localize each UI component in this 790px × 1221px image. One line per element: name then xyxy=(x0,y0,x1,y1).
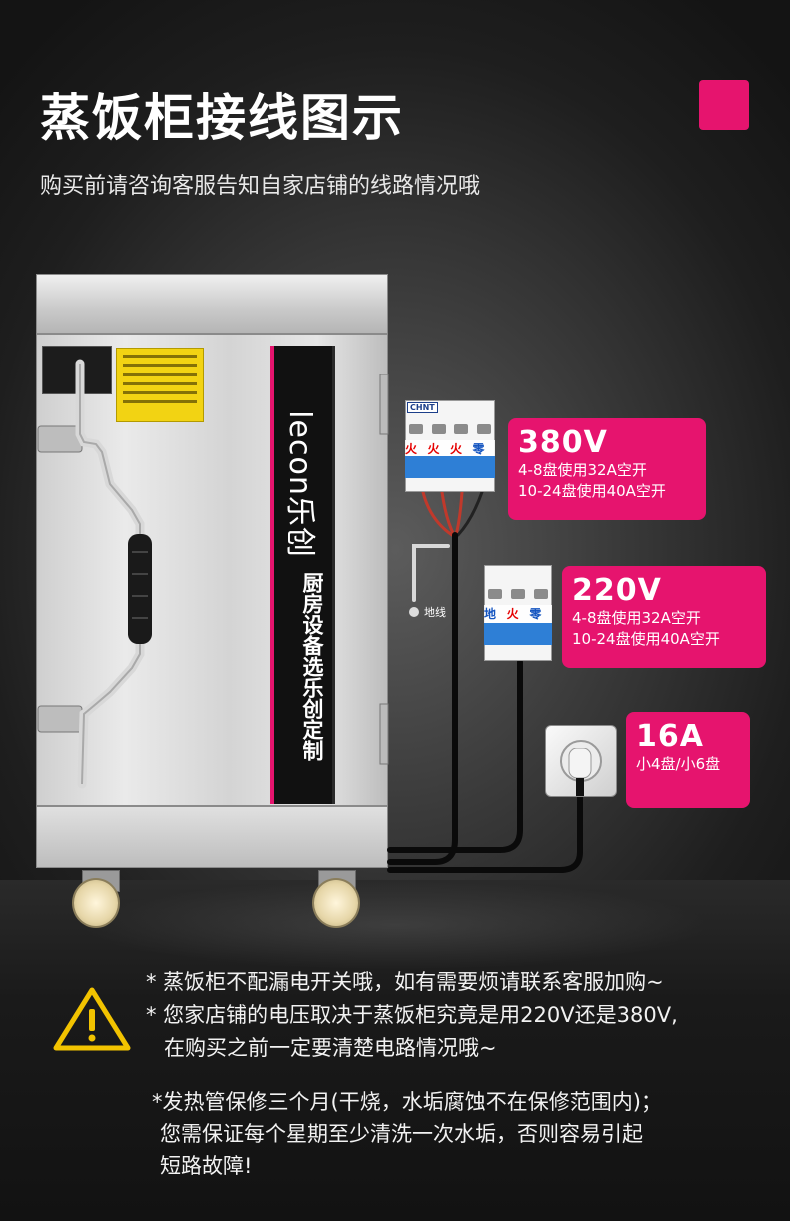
card-line: 10-24盘使用40A空开 xyxy=(518,482,666,500)
cabinet-base xyxy=(36,806,388,868)
steam-cabinet: lecon乐创 厨房设备选乐创定制 xyxy=(36,274,389,928)
warning-sticker xyxy=(116,348,204,422)
floor-background xyxy=(0,880,790,1221)
floor-glow xyxy=(80,880,710,970)
page-title: 蒸饭柜接线图示 xyxy=(40,89,404,147)
note-item: 短路故障! xyxy=(160,1154,253,1178)
note-item: * 蒸饭柜不配漏电开关哦，如有需要烦请联系客服加购~ xyxy=(146,970,664,994)
card-16a: 16A 小4盘/小6盘 xyxy=(626,712,750,808)
brand-slogan: 厨房设备选乐创定制 xyxy=(300,571,324,761)
three-phase-breaker: CHNT 火线 火线 火线 零线 xyxy=(405,400,495,492)
card-line: 4-8盘使用32A空开 xyxy=(572,609,701,627)
caster-wheel-icon xyxy=(72,878,120,928)
card-380v: 380V 4-8盘使用32A空开 10-24盘使用40A空开 xyxy=(508,418,706,520)
note-item: *发热管保修三个月(干烧，水垢腐蚀不在保修范围内)； xyxy=(152,1090,662,1114)
door-handle-icon xyxy=(37,359,152,789)
page-subtitle: 购买前请咨询客服告知自家店铺的线路情况哦 xyxy=(40,174,481,199)
card-line: 4-8盘使用32A空开 xyxy=(518,461,647,479)
card-line: 小4盘/小6盘 xyxy=(636,755,721,773)
caster-wheel-icon xyxy=(312,878,360,928)
single-phase-breaker: 地线 火线 零线 xyxy=(484,565,552,661)
card-line: 10-24盘使用40A空开 xyxy=(572,630,720,648)
accent-square xyxy=(699,80,749,130)
card-current: 16A xyxy=(636,719,704,754)
breaker-brand: CHNT xyxy=(407,402,438,413)
ground-wire-label: 地线 xyxy=(424,606,446,619)
plug-icon xyxy=(568,748,592,796)
cabinet-top xyxy=(36,274,388,334)
card-220v: 220V 4-8盘使用32A空开 10-24盘使用40A空开 xyxy=(562,566,766,668)
notes-block: * 蒸饭柜不配漏电开关哦，如有需要烦请联系客服加购~ * 您家店铺的电压取决于蒸… xyxy=(146,966,766,1065)
brand-panel xyxy=(270,346,335,804)
card-voltage: 220V xyxy=(572,573,662,608)
note-item: 您需保证每个星期至少清洗一次水垢，否则容易引起 xyxy=(160,1122,643,1146)
warranty-notes: *发热管保修三个月(干烧，水垢腐蚀不在保修范围内)； 您需保证每个星期至少清洗一… xyxy=(152,1086,752,1182)
card-voltage: 380V xyxy=(518,425,608,460)
note-item: * 您家店铺的电压取决于蒸饭柜究竟是用220V还是380V, xyxy=(146,1003,678,1027)
note-item: 在购买之前一定要清楚电路情况哦~ xyxy=(164,1036,497,1060)
door-hinge-icon xyxy=(379,374,389,765)
warning-triangle-icon xyxy=(53,987,131,1051)
